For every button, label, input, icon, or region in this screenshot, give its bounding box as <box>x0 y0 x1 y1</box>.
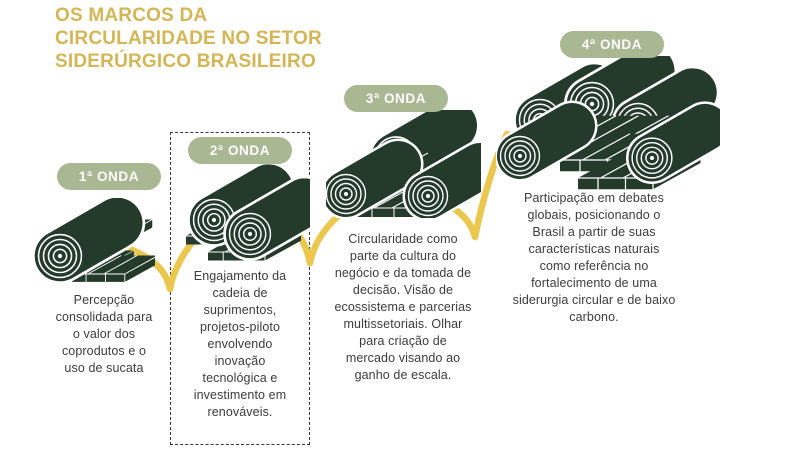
wave-4-description: Participação em debates globais, posicio… <box>512 191 676 324</box>
page-title: OS MARCOS DA CIRCULARIDADE NO SETOR SIDE… <box>55 4 322 73</box>
wave-4-badge: 4ª ONDA <box>560 31 664 58</box>
wave-1-badge-label: 1ª ONDA <box>78 169 140 184</box>
wave-curve-path <box>66 130 511 293</box>
steel-coil-single-icon <box>30 198 155 283</box>
wave-2-badge-label: 2ª ONDA <box>209 143 271 158</box>
wave-2-badge: 2ª ONDA <box>188 137 292 164</box>
title-line: CIRCULARIDADE NO SETOR <box>55 28 322 49</box>
wave-2-description: Engajamento da cadeia de suprimentos, pr… <box>193 269 287 419</box>
title-line: OS MARCOS DA <box>55 5 208 26</box>
wave-3-badge-label: 3ª ONDA <box>365 91 427 106</box>
wave-1-description: Percepção consolidada para o valor dos c… <box>55 293 153 375</box>
title-line: SIDERÚRGICO BRASILEIRO <box>55 51 316 72</box>
wave-1-badge: 1ª ONDA <box>57 163 161 190</box>
steel-coils-pile-icon <box>496 56 720 190</box>
steel-coils-stack-icon <box>326 110 481 218</box>
steel-coils-pair-icon <box>180 162 310 262</box>
wave-3-description: Circularidade como parte da cultura do n… <box>334 232 472 382</box>
wave-3-badge: 3ª ONDA <box>344 85 448 112</box>
wave-4-badge-label: 4ª ONDA <box>581 37 643 52</box>
